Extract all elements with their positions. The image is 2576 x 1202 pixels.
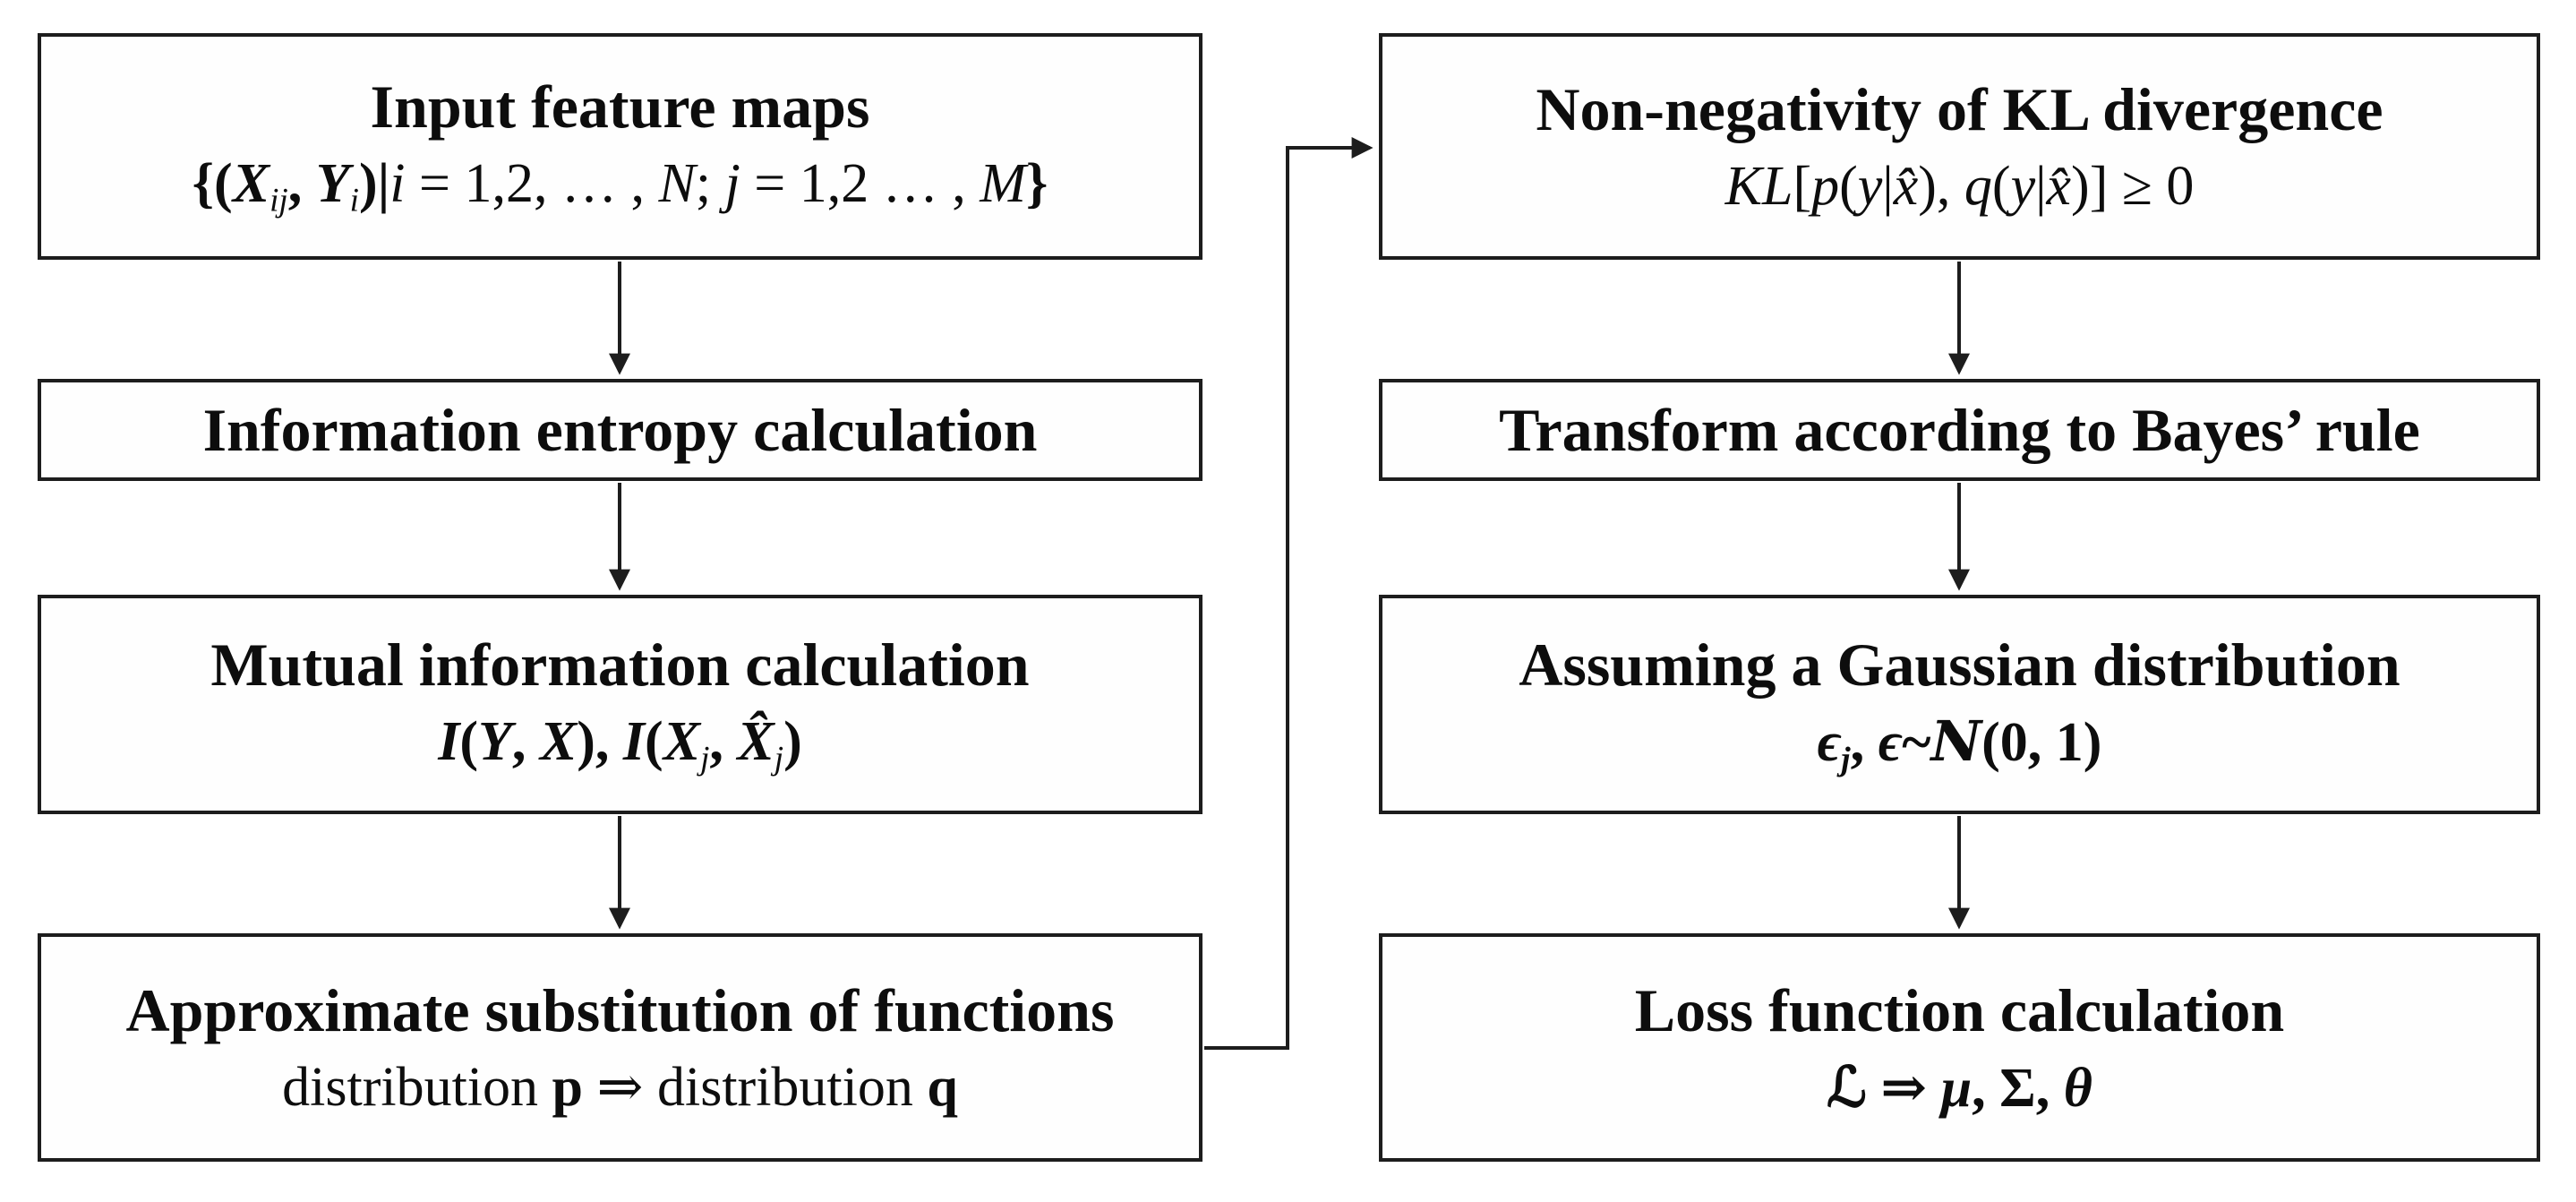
formula-segment: | <box>1882 156 1894 218</box>
formula-segment: Y <box>315 153 350 215</box>
formula-segment: X̂ <box>737 711 775 773</box>
formula-segment: j <box>724 153 740 215</box>
script-l-glyph: ℒ <box>1827 1053 1867 1120</box>
tilde-glyph: ~ <box>1902 711 1931 773</box>
box-gaussian-assumption: Assuming a Gaussian distribution ϵj, ϵ~N… <box>1379 595 2540 814</box>
formula-segment: , <box>2035 1057 2064 1119</box>
epsilon-glyph: ϵ <box>1817 711 1842 773</box>
formula-segment: )| <box>358 153 390 215</box>
formula-segment: , <box>1972 1057 2000 1119</box>
formula-segment: = 1,2 … , <box>740 153 980 215</box>
box-title: Input feature maps <box>370 73 870 142</box>
box-bayes-transform: Transform according to Bayes’ rule <box>1379 379 2540 481</box>
script-n-glyph: N <box>1930 708 1982 774</box>
formula-segment: y <box>2010 156 2036 218</box>
formula-segment: Σ <box>1999 1057 2036 1119</box>
formula-segment: ij <box>270 182 288 219</box>
formula-segment: q <box>1964 156 1992 218</box>
box-formula: distribution p ⇒ distribution q <box>282 1057 958 1118</box>
box-title: Non-negativity of KL divergence <box>1536 75 2383 144</box>
formula-segment: N <box>658 153 696 215</box>
formula-segment: p <box>552 1057 584 1119</box>
box-title: Transform according to Bayes’ rule <box>1499 395 2420 464</box>
formula-segment: p <box>1811 156 1840 218</box>
formula-segment: i <box>349 182 359 219</box>
formula-segment: ) <box>783 711 802 773</box>
formula-segment: ( <box>459 711 479 773</box>
formula-segment: μ <box>1940 1057 1973 1119</box>
formula-segment: )] ≥ 0 <box>2071 156 2195 218</box>
box-formula: {(Xij, Yi)|i = 1,2, … , N; j = 1,2 … , M… <box>193 153 1048 219</box>
arrow-substitution-to-kl-elbow <box>1204 137 1374 1050</box>
box-title: Assuming a Gaussian distribution <box>1519 630 2401 699</box>
box-formula: I(Y, X), I(Xj, X̂j) <box>438 711 802 777</box>
double-arrow-glyph: ⇒ <box>583 1057 657 1119</box>
formula-segment: i <box>389 153 406 215</box>
formula-segment: x̂ <box>1893 156 1919 218</box>
formula-segment: I <box>438 711 460 773</box>
double-arrow-glyph: ⇒ <box>1866 1057 1941 1119</box>
formula-segment: X <box>232 153 270 215</box>
formula-segment: q <box>927 1057 958 1119</box>
formula-segment: distribution <box>282 1057 552 1119</box>
formula-segment: [ <box>1793 156 1812 218</box>
formula-segment: , <box>511 711 540 773</box>
formula-segment: ( <box>1991 156 2011 218</box>
box-kl-nonnegativity: Non-negativity of KL divergence KL[p(y|x… <box>1379 33 2540 260</box>
formula-segment: KL <box>1724 156 1793 218</box>
formula-segment: θ <box>2063 1057 2092 1119</box>
box-formula: KL[p(y|x̂), q(y|x̂)] ≥ 0 <box>1725 156 2195 217</box>
formula-segment: , <box>709 711 738 773</box>
formula-segment: } <box>1025 153 1048 215</box>
formula-segment: ( <box>1839 156 1858 218</box>
box-input-feature-maps: Input feature maps {(Xij, Yi)|i = 1,2, …… <box>38 33 1202 260</box>
formula-segment: j <box>1841 741 1851 778</box>
box-information-entropy: Information entropy calculation <box>38 379 1202 481</box>
box-title: Loss function calculation <box>1634 975 2285 1044</box>
box-title: Approximate substitution of functions <box>125 976 1115 1045</box>
box-title: Information entropy calculation <box>202 395 1038 464</box>
formula-segment: ), <box>577 711 623 773</box>
box-loss-function: Loss function calculation ℒ ⇒ μ, Σ, θ <box>1379 933 2540 1162</box>
formula-segment: , <box>1850 711 1879 773</box>
box-formula: ℒ ⇒ μ, Σ, θ <box>1827 1053 2092 1120</box>
formula-segment: | <box>2035 156 2047 218</box>
formula-segment: M <box>980 153 1026 215</box>
formula-segment: X <box>663 711 701 773</box>
formula-segment: {( <box>192 153 233 215</box>
formula-segment: I <box>622 711 646 773</box>
formula-segment: ( <box>645 711 663 773</box>
formula-segment: ), <box>1918 156 1964 218</box>
epsilon-glyph: ϵ <box>1878 711 1903 773</box>
formula-segment: j <box>700 740 710 777</box>
formula-segment: , <box>287 153 316 215</box>
formula-segment: x̂ <box>2046 156 2072 218</box>
box-approximate-substitution: Approximate substitution of functions di… <box>38 933 1202 1162</box>
formula-segment: y <box>1857 156 1883 218</box>
box-title: Mutual information calculation <box>210 631 1030 700</box>
formula-segment: distribution <box>656 1057 928 1119</box>
box-formula: ϵj, ϵ~N(0, 1) <box>1817 708 2102 778</box>
formula-segment: ; <box>695 153 725 215</box>
formula-segment: X <box>539 711 578 773</box>
formula-segment: = 1,2, … , <box>405 153 659 215</box>
formula-segment: (0, 1) <box>1981 711 2102 773</box>
box-mutual-information: Mutual information calculation I(Y, X), … <box>38 595 1202 814</box>
formula-segment: Y <box>478 711 512 773</box>
formula-segment: j <box>774 740 784 777</box>
